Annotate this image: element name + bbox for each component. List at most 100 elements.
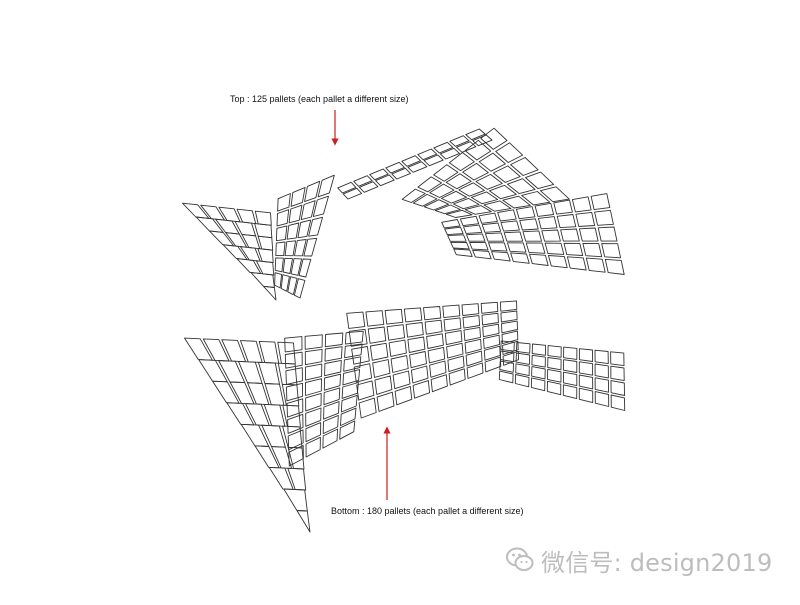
pallet [375,174,395,187]
pallet [441,219,461,229]
pallet [491,251,511,262]
pallet [340,394,358,413]
pallet [531,366,546,380]
pallet [522,230,543,242]
pallet [417,148,438,161]
pallet [578,361,594,376]
pallet [541,229,561,242]
pallet [258,340,280,364]
pallet [482,323,500,338]
pallet [594,209,614,226]
pallet [238,360,263,384]
pallet [245,403,270,427]
pallet [324,359,342,377]
pallet [423,199,450,211]
pallet [464,205,492,215]
pallet [478,212,498,224]
pallet [323,401,340,420]
pallet [453,248,473,257]
pallet [254,223,273,239]
pallet [594,363,609,379]
pallet [198,359,228,383]
pallet [547,368,562,383]
pallet [305,422,322,443]
pallet [442,304,461,319]
pallet [254,210,272,226]
pallet [492,165,521,183]
pallet [478,152,506,172]
pallet [448,368,466,386]
pallet [465,350,483,367]
pallet [282,257,293,274]
pallet [475,173,503,190]
pallet [303,237,318,257]
pallet [444,330,463,346]
pallet [241,233,261,250]
bottom-annotation-label: Bottom : 180 pallets (each pallet a diff… [331,506,524,516]
pallet [488,184,517,200]
pallet [480,301,499,314]
pallet [534,202,555,217]
pallet [240,423,270,447]
pallet [449,135,470,147]
pallet [274,272,283,289]
watermark-text: 微信号: design2019 [541,548,773,577]
pallet [276,209,290,227]
pallet [539,186,570,203]
pallet [500,340,515,352]
pallet [344,330,364,345]
pallet [516,342,531,354]
pallet [434,204,461,215]
pallet [594,349,609,365]
pallet [582,242,603,258]
pallet [287,413,304,434]
pallet [288,444,304,467]
pallet [305,378,322,396]
pallet [563,346,578,360]
pallet [562,384,578,400]
pallet [604,258,625,275]
pallet [369,342,389,361]
pallet [547,345,562,358]
pallet [386,324,406,341]
pallet [499,350,515,363]
pallet [407,161,428,173]
pallet [324,346,343,362]
pallet [463,224,483,234]
pallet [553,199,573,215]
pallet [515,363,530,377]
pallet [459,215,480,227]
pallet [472,134,493,147]
pallet [263,403,286,427]
pallet [529,253,549,266]
pallet [452,197,480,210]
pallet [445,209,473,218]
pallet [578,348,594,362]
pallet [401,188,426,203]
pallet [566,256,587,271]
pallet [500,220,520,232]
pallet [594,377,610,393]
pallet [525,242,546,254]
pallet [417,176,443,193]
bottom-pallet-structure [184,300,626,533]
pallet [342,369,361,386]
pallet [226,402,255,426]
pallet [353,175,373,187]
pallet [515,352,531,365]
pallet [578,227,599,242]
pallet [465,128,486,141]
pallet [324,332,344,348]
pallet [463,326,481,342]
pallet [337,181,357,194]
pallet [403,307,423,323]
pallet [510,252,530,264]
pallet [462,162,489,181]
pallet [374,375,393,395]
pallet [388,339,407,357]
pallet [285,367,303,385]
pallet [499,360,514,373]
pallet [464,139,492,161]
pallet [500,310,518,323]
pallet [506,178,536,195]
